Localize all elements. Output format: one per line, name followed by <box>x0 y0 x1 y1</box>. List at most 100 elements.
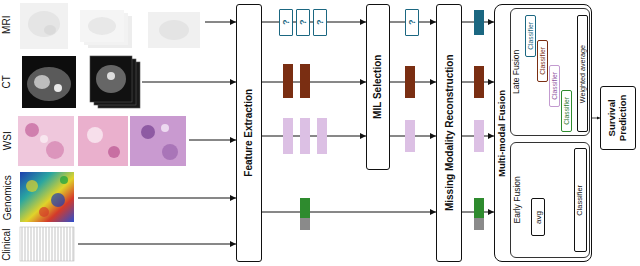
mri-image <box>148 12 200 48</box>
mri-thumbnails <box>20 3 200 49</box>
ct-thumbnails <box>22 56 140 108</box>
ct-organ <box>107 72 115 80</box>
modality-cell: Genomics <box>0 170 14 226</box>
missing-feature-box: ? <box>313 9 327 36</box>
ct-feature <box>405 66 415 98</box>
modality-label: CT <box>1 75 13 88</box>
input-arrow <box>205 22 236 23</box>
ct-organ <box>34 75 50 89</box>
input-arrow <box>142 82 236 83</box>
text-strip: Weighted average <box>578 16 587 131</box>
box-label: Classifier <box>551 72 559 100</box>
genomics-feature <box>300 198 310 218</box>
early-fusion-panel: Early Fusion avg Classifier <box>510 142 590 258</box>
box-label: Missing Modality Reconstruction <box>443 55 455 212</box>
ct-image <box>90 56 132 102</box>
mri-organ <box>28 11 60 37</box>
ct-feature <box>300 64 310 98</box>
clinical-image <box>20 227 74 261</box>
modality-cell: MRI <box>0 2 14 48</box>
tissue-blob <box>46 141 64 159</box>
box-label: ? <box>315 20 326 26</box>
box-label: Multi-modal Fusion <box>497 89 508 176</box>
ct-feature <box>283 64 293 98</box>
ct-organ <box>54 84 62 92</box>
classifier-box: Classifier <box>561 90 572 132</box>
ct-body <box>96 65 126 93</box>
input-arrow <box>78 198 236 199</box>
connector <box>262 212 436 213</box>
fusion-panel: Multi-modal FusionLate FusionClassifierC… <box>494 4 592 262</box>
text-strip: ? <box>406 10 418 35</box>
box-label: ? <box>407 20 418 26</box>
tissue-blob <box>162 144 178 160</box>
wsi-feature <box>317 118 327 154</box>
text-strip: ? <box>280 10 292 35</box>
input-arrow <box>78 244 236 245</box>
mri-organ <box>88 17 116 35</box>
classifier-box: Classifier <box>537 40 548 82</box>
connector <box>262 136 366 137</box>
box-label: Survival Prediction <box>607 92 629 144</box>
text-strip: MIL Selection <box>367 5 389 169</box>
connector <box>592 118 600 119</box>
tissue-blob <box>141 125 155 139</box>
clinical-feature <box>300 218 310 230</box>
box-label: Weighted average <box>579 45 587 103</box>
missing-feature-box: ? <box>296 9 310 36</box>
wsi-feature <box>474 120 484 152</box>
missing-feature-box: ? <box>405 9 419 36</box>
text-strip: ? <box>314 10 326 35</box>
input-arrow <box>189 140 236 141</box>
clinical-feature <box>474 218 484 230</box>
wsi-image <box>78 116 128 166</box>
mri-image <box>20 3 68 49</box>
process-box: Missing Modality Reconstruction <box>436 4 462 262</box>
box-label: avg <box>534 211 543 224</box>
box-label: Late Fusion <box>513 50 523 94</box>
tissue-blob <box>40 135 48 143</box>
connector <box>262 82 366 83</box>
wsi-image <box>18 116 74 166</box>
modality-label: Genomics <box>1 175 13 220</box>
wsi-feature <box>300 118 310 154</box>
box-label: ? <box>298 20 309 26</box>
input-arrows <box>78 22 236 244</box>
text-strip: Classifier <box>575 149 586 251</box>
box-label: MIL Selection <box>372 55 384 119</box>
output-box: Survival Prediction <box>600 86 636 150</box>
process-box: MIL Selection <box>366 4 390 170</box>
wsi-feature <box>405 120 415 152</box>
box-label: Classifier <box>527 22 535 50</box>
text-strip: Classifier <box>526 16 535 56</box>
text-strip: ? <box>297 10 309 35</box>
average-box: avg <box>531 198 545 236</box>
genomics-spot <box>51 193 65 207</box>
tissue-blob <box>108 146 120 158</box>
genomics-spot <box>26 180 38 192</box>
mri-organ <box>159 20 189 40</box>
genomics-spot <box>60 176 68 184</box>
classifier-box: Classifier <box>549 65 560 107</box>
genomics-spot <box>39 207 49 217</box>
text-strip: Early Fusion <box>511 143 524 257</box>
text-strip: Classifier <box>562 91 571 131</box>
text-strip: Survival Prediction <box>601 87 635 149</box>
genomics-thumbnail <box>20 172 74 222</box>
ct-feature <box>474 66 484 98</box>
classifier-box: Classifier <box>574 148 587 252</box>
genomics-image <box>20 172 74 222</box>
text-strip: Late Fusion <box>511 9 524 135</box>
genomics-feature <box>474 198 484 218</box>
mri-image <box>80 10 124 42</box>
ct-image <box>22 56 76 108</box>
late-fusion-panel: Late FusionClassifierClassifierClassifie… <box>510 8 590 136</box>
box-label: Feature Extraction <box>243 89 255 177</box>
modality-label: WSI <box>1 132 13 151</box>
modality-cell: CT <box>0 58 14 106</box>
text-strip: Missing Modality Reconstruction <box>437 5 461 261</box>
mri-organ <box>44 25 56 35</box>
mri-feature <box>474 10 484 35</box>
box-label: Classifier <box>563 97 571 125</box>
box-label: Classifier <box>539 47 547 75</box>
